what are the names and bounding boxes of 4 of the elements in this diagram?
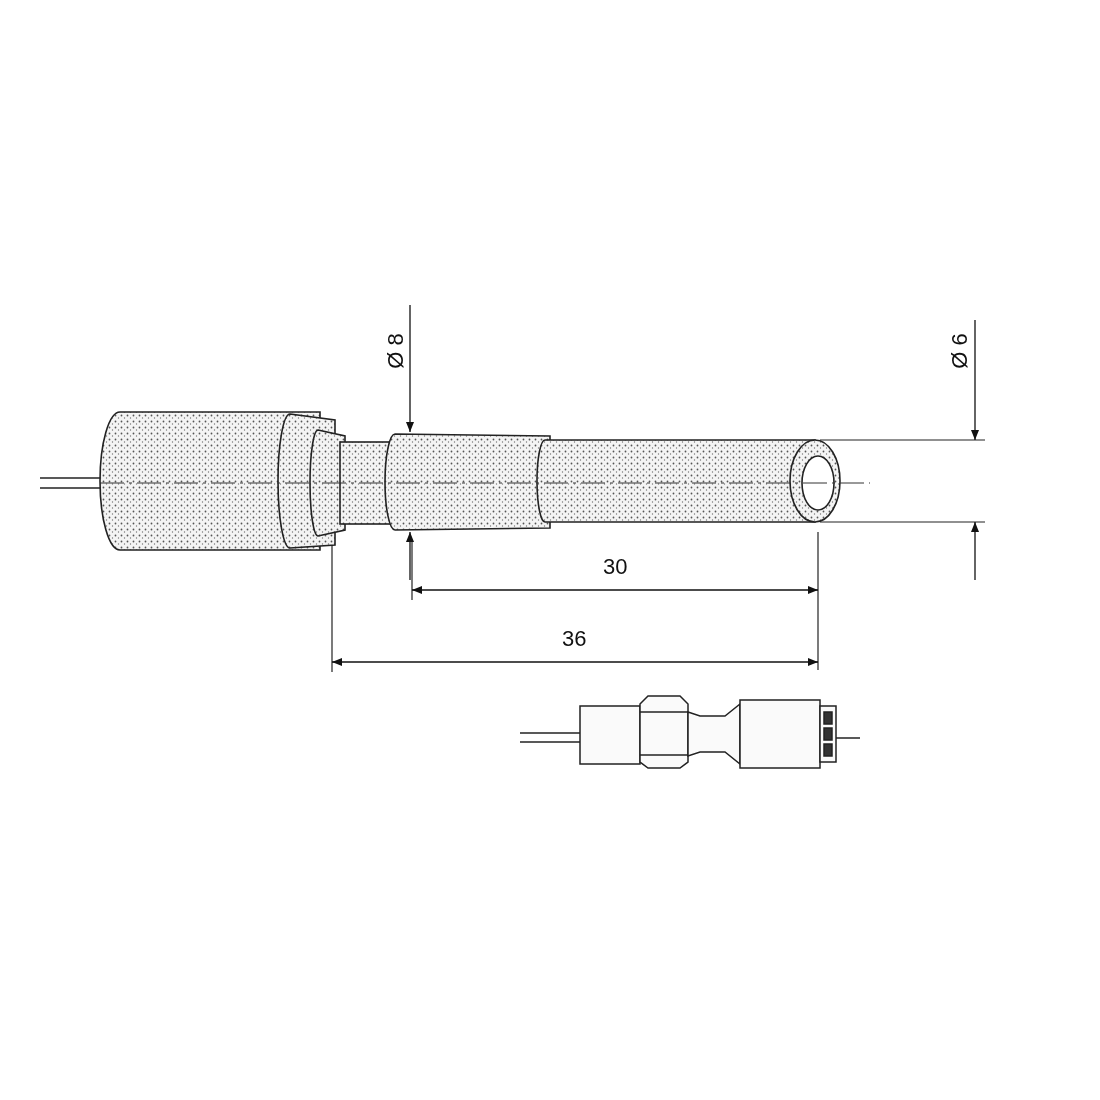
dimension-label: 36: [562, 628, 587, 650]
dimension-label: Ø 8: [384, 333, 407, 369]
dimension-label: 30: [603, 556, 628, 578]
dimension-label: Ø 6: [948, 333, 971, 369]
